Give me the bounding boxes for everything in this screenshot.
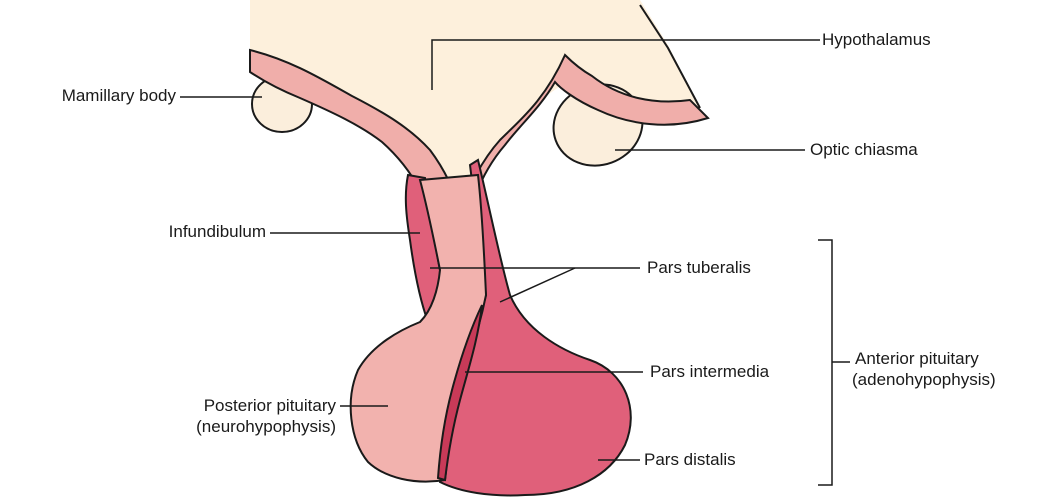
pars-distalis-label: Pars distalis	[644, 450, 736, 470]
neurohypophysis-label: (neurohypophysis)	[110, 417, 336, 437]
anterior-bracket	[818, 240, 850, 485]
anterior-pituitary-label: Anterior pituitary	[855, 349, 979, 369]
posterior-pituitary-label: Posterior pituitary	[110, 396, 336, 416]
pars-tuberalis-leader-right	[500, 268, 575, 302]
optic-chiasma-label: Optic chiasma	[810, 140, 918, 160]
pars-intermedia-label: Pars intermedia	[650, 362, 769, 382]
infundibulum-label: Infundibulum	[100, 222, 266, 242]
pars-tuberalis-label: Pars tuberalis	[647, 258, 751, 278]
hypothalamus-label: Hypothalamus	[822, 30, 931, 50]
mamillary-body-label: Mamillary body	[10, 86, 176, 106]
adenohypophysis-label: (adenohypophysis)	[852, 370, 996, 390]
